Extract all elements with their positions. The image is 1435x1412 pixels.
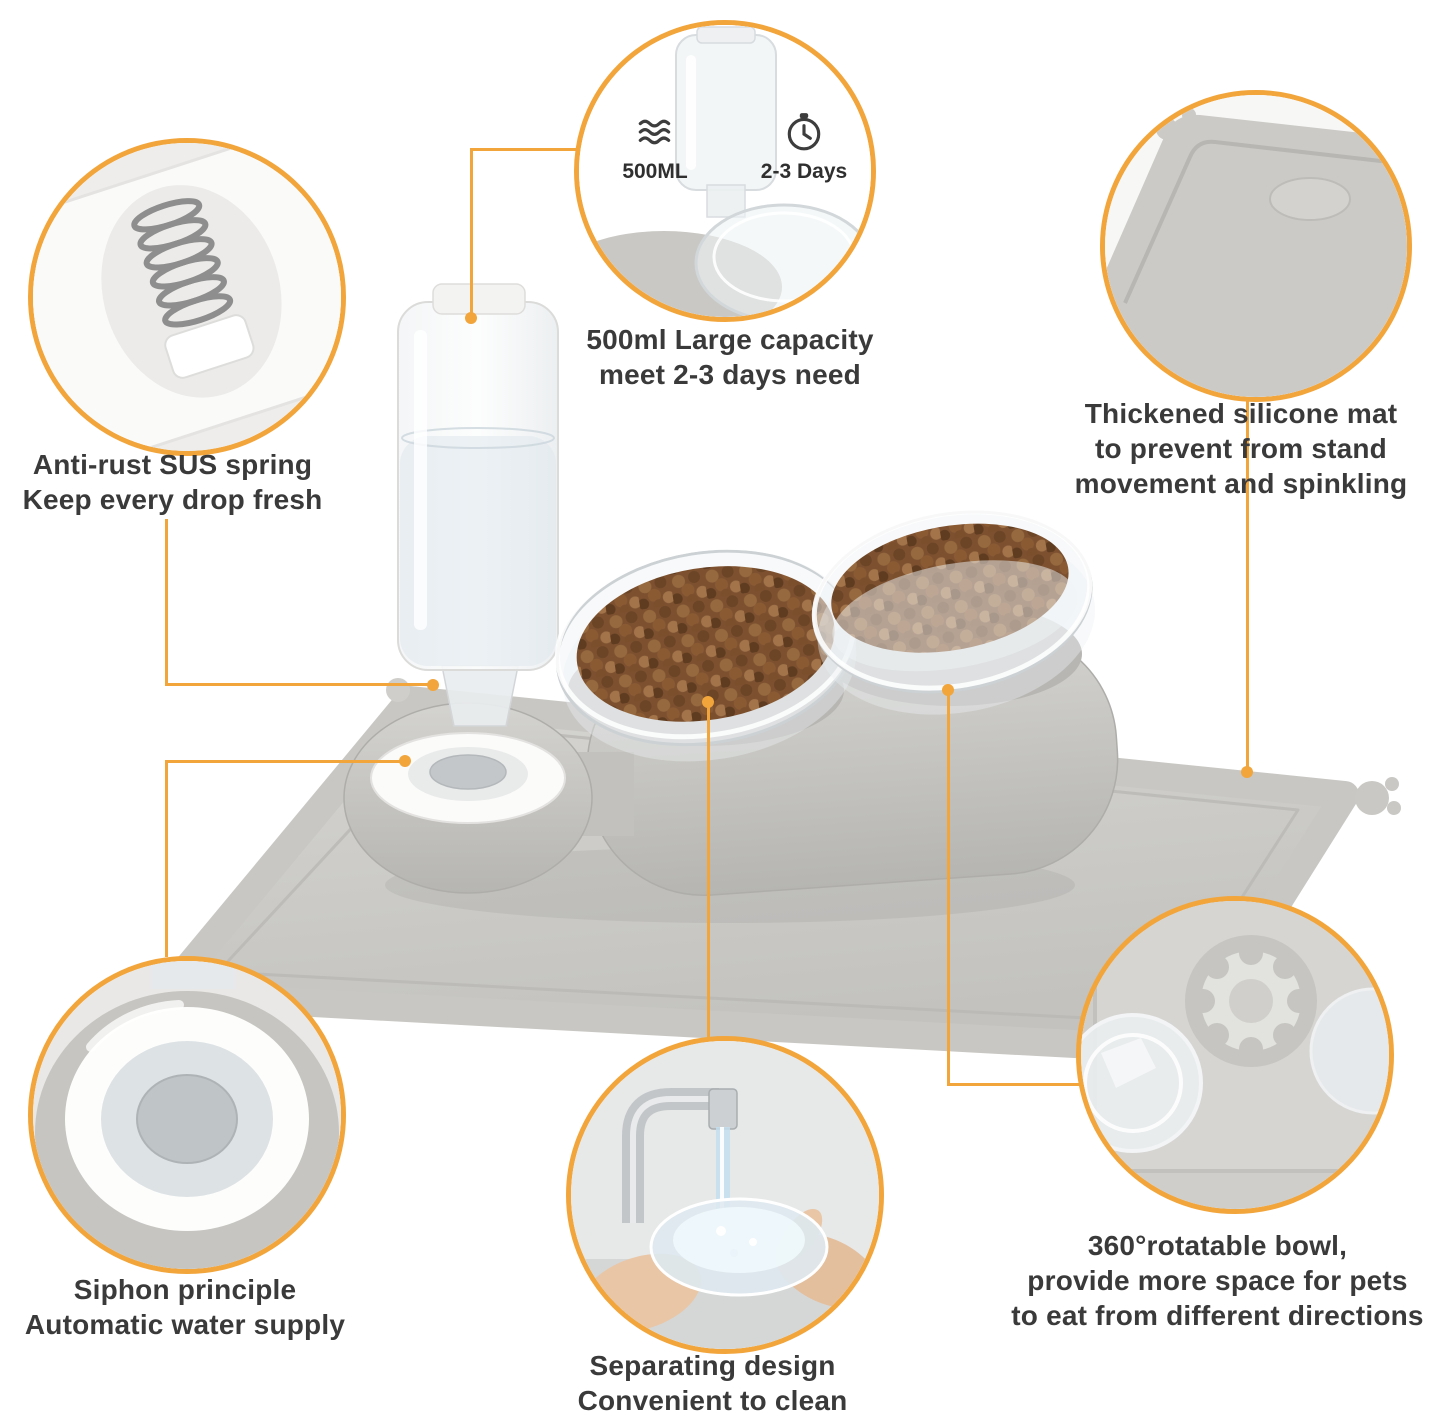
caption-line: Thickened silicone mat — [1084, 398, 1398, 429]
leader-dot-mat — [1241, 766, 1253, 778]
caption-line: Keep every drop fresh — [22, 484, 323, 515]
duration-badge-label: 2-3 Days — [760, 160, 848, 183]
leader-line-rotatable-horizontal — [947, 1083, 1082, 1086]
mat-closeup-image — [1105, 95, 1407, 397]
caption-capacity: 500ml Large capacity meet 2-3 days need — [545, 322, 915, 392]
leader-line-spring-horizontal — [165, 683, 433, 686]
callout-siphon-bowl — [28, 956, 346, 1274]
bottle-closeup-image — [579, 25, 871, 317]
leader-line-siphon-vertical — [165, 760, 168, 957]
leader-line-capacity-horizontal — [470, 148, 576, 151]
leader-dot-siphon — [399, 755, 411, 767]
food-bowl-left — [554, 544, 857, 762]
bottle-cap — [432, 283, 526, 315]
caption-line: 500ml Large capacity — [586, 324, 874, 355]
water-capacity-icon — [638, 119, 671, 145]
washing-closeup-image — [571, 1041, 879, 1349]
kibble-left — [576, 566, 835, 722]
caption-line: Convenient to clean — [577, 1385, 848, 1412]
callout-washing — [566, 1036, 884, 1354]
leader-dot-rotatable — [942, 684, 954, 696]
caption-line: to eat from different directions — [1011, 1300, 1424, 1331]
rotatable-bowl-closeup-image — [1081, 901, 1389, 1209]
caption-silicone-mat: Thickened silicone mat to prevent from s… — [1055, 396, 1427, 501]
callout-silicone-mat — [1100, 90, 1412, 402]
caption-line: 360°rotatable bowl, — [1087, 1230, 1348, 1261]
duration-badge: 2-3 Days — [751, 111, 857, 184]
clear-bowl — [694, 203, 871, 317]
leader-line-mat-vertical — [1246, 390, 1249, 770]
siphon-opening — [136, 1074, 238, 1164]
caption-line: Anti-rust SUS spring — [32, 449, 313, 480]
caption-line: movement and spinkling — [1074, 468, 1408, 499]
caption-line: Automatic water supply — [24, 1309, 346, 1340]
food-bowl-right — [811, 509, 1096, 715]
leader-line-siphon-horizontal — [165, 760, 405, 763]
callout-spring-closeup — [28, 138, 346, 456]
spring-closeup-image — [33, 143, 341, 451]
bottle-water-level — [400, 436, 556, 666]
caption-line: Separating design — [589, 1350, 836, 1381]
leader-line-spring-vertical — [165, 519, 168, 686]
caption-separating: Separating design Convenient to clean — [530, 1348, 895, 1412]
leader-line-capacity-vertical — [470, 148, 473, 316]
leader-dot-separating — [702, 696, 714, 708]
mat-paw-tab — [1355, 781, 1389, 815]
capacity-badge: 500ML — [605, 111, 705, 184]
leader-dot-capacity — [465, 312, 477, 324]
caption-rotatable: 360°rotatable bowl, provide more space f… — [1000, 1228, 1435, 1333]
sus-spring-coil — [131, 198, 234, 328]
water-bottle — [397, 283, 559, 727]
leader-dot-spring — [427, 679, 439, 691]
water-bowl — [370, 732, 566, 824]
leader-line-separating-vertical — [707, 702, 710, 1038]
callout-capacity: 500ML 2-3 Days — [574, 20, 876, 322]
clock-icon — [787, 113, 821, 151]
caption-line: Siphon principle — [73, 1274, 297, 1305]
leader-line-rotatable-vertical — [947, 690, 950, 1086]
capacity-badge-label: 500ML — [622, 160, 688, 183]
caption-spring: Anti-rust SUS spring Keep every drop fre… — [5, 447, 340, 517]
callout-rotatable-bowl — [1076, 896, 1394, 1214]
caption-siphon: Siphon principle Automatic water supply — [10, 1272, 360, 1342]
water-bowl-closeup-image — [33, 961, 341, 1269]
caption-line: provide more space for pets — [1027, 1265, 1408, 1296]
rotated-clear-bowl — [1081, 1013, 1203, 1153]
caption-line: to prevent from stand — [1094, 433, 1387, 464]
caption-line: meet 2-3 days need — [599, 359, 861, 390]
